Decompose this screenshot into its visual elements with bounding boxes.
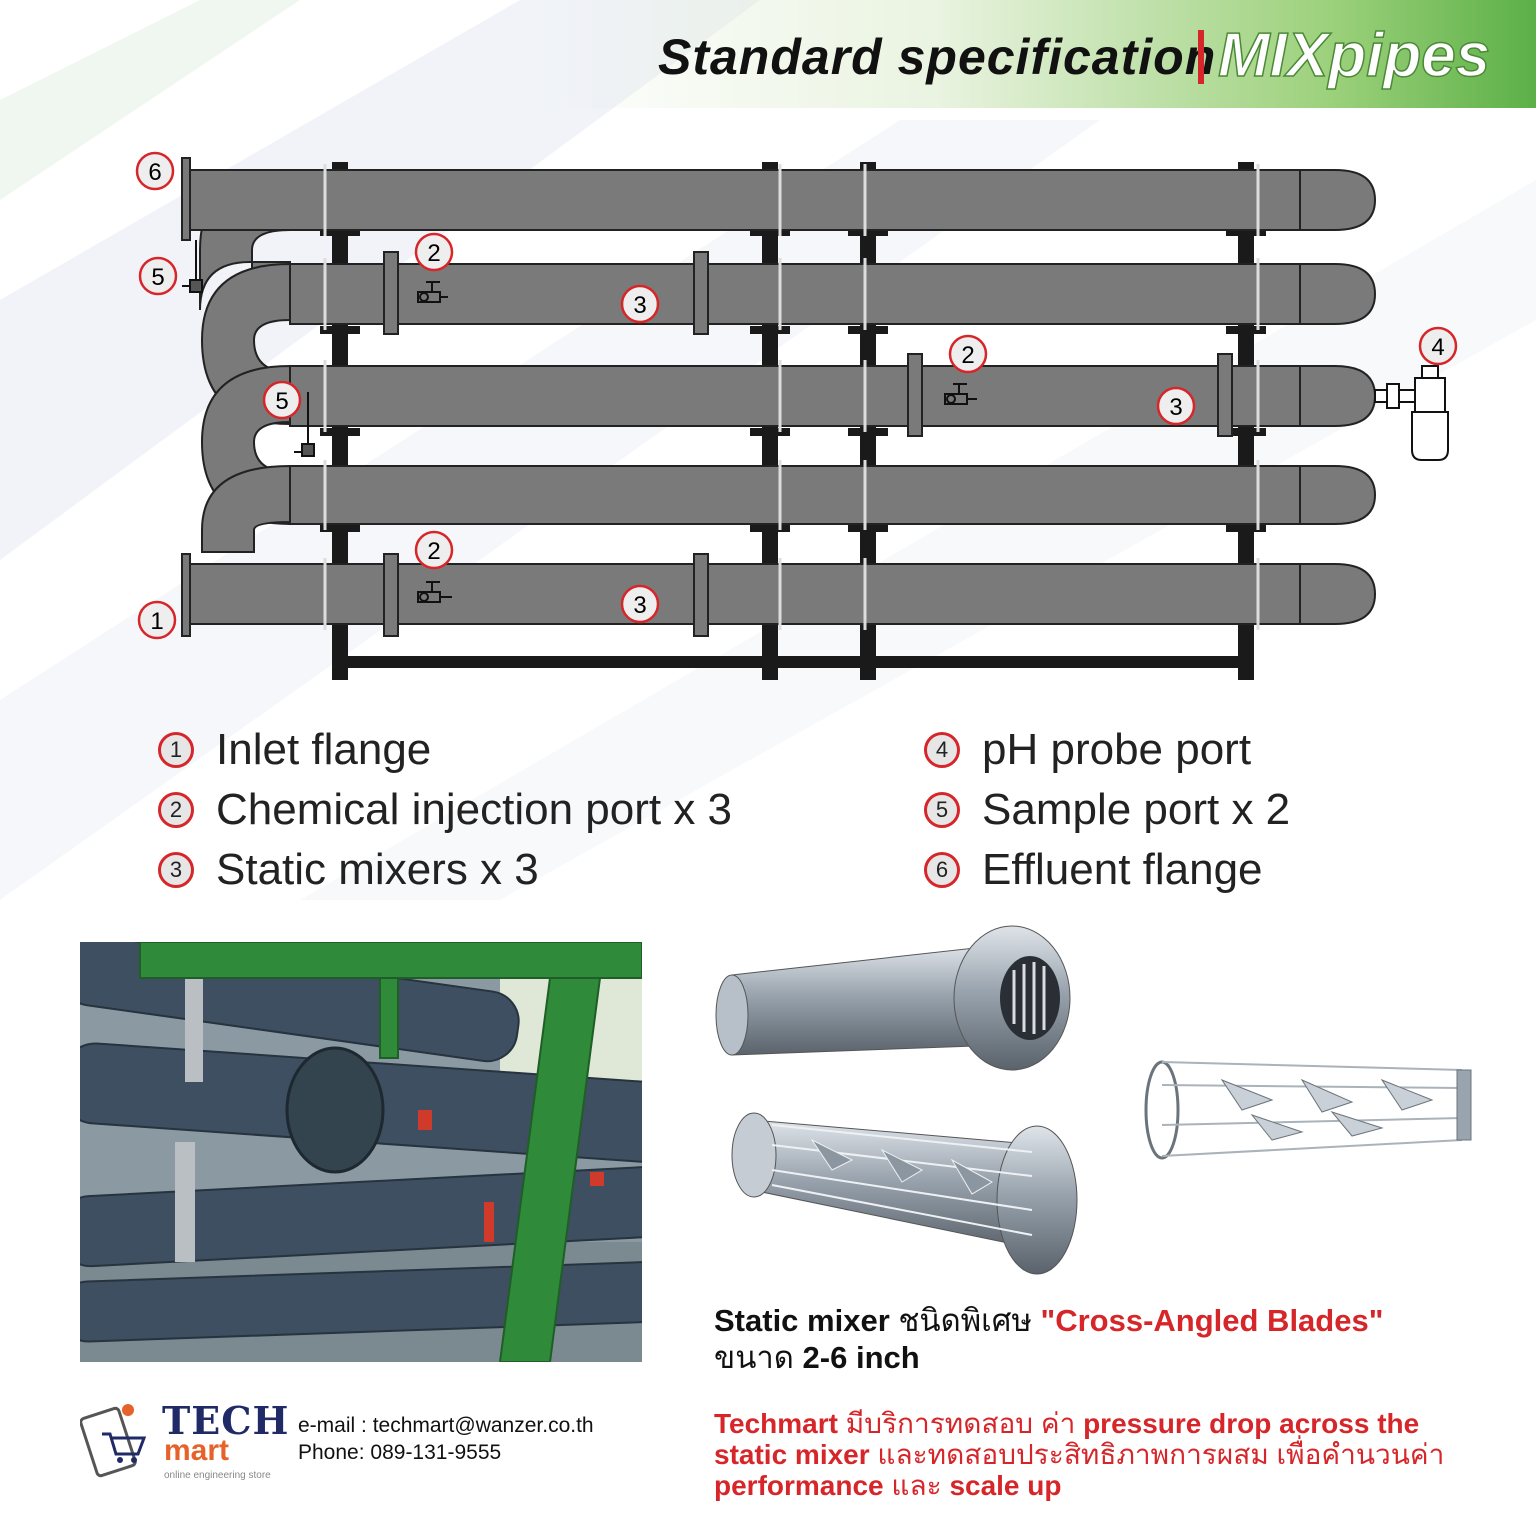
mixer-caption: Static mixer ชนิดพิเศษ "Cross-Angled Bla…: [714, 1302, 1494, 1376]
callout-3b-label: 3: [1169, 394, 1182, 421]
mixer-closed: [715, 925, 1071, 1071]
contact-info: e-mail : techmart@wanzer.co.th Phone: 08…: [298, 1412, 594, 1466]
mixer-cutaway: [731, 1112, 1078, 1275]
page-title: Standard specification: [658, 29, 1217, 85]
callout-5b-label: 5: [275, 388, 288, 415]
legend-number: 3: [158, 852, 194, 888]
legend-text: pH probe port: [982, 725, 1252, 774]
legend-number: 4: [924, 732, 960, 768]
callout-6-label: 6: [148, 159, 161, 186]
flanges: [181, 157, 1233, 637]
legend-number: 2: [158, 792, 194, 828]
injection-valve-icons: [417, 281, 977, 603]
legend-item: 4 pH probe port: [924, 720, 1290, 780]
callout-1: 1: [137, 600, 177, 640]
callout-3c: 3: [620, 584, 660, 624]
header: Standard specification MIXpipes: [0, 0, 1536, 110]
legend-text: Sample port x 2: [982, 785, 1291, 834]
email-label: e-mail :: [298, 1414, 373, 1437]
callout-4: 4: [1418, 326, 1458, 366]
callout-5b: 5: [262, 380, 302, 420]
legend-item: 1 Inlet flange: [158, 720, 732, 780]
service-text-1: มีบริการทดสอบ ค่า: [837, 1408, 1084, 1439]
callout-markers: 6 5 5 2 3 2 3 4 2 3 1: [135, 151, 1458, 640]
legend-text: Static mixers x 3: [216, 845, 539, 894]
ph-probe-icon: [1374, 365, 1449, 461]
size-value: 2-6 inch: [802, 1340, 920, 1375]
legend-text: Inlet flange: [216, 725, 432, 774]
legend-number: 1: [158, 732, 194, 768]
logo-tagline: online engineering store: [164, 1470, 271, 1481]
thai-special-text: ชนิดพิเศษ: [889, 1303, 1041, 1338]
service-company: Techmart: [714, 1408, 838, 1439]
legend-number: 6: [924, 852, 960, 888]
sample-port-icons: [182, 240, 315, 457]
callout-3b: 3: [1156, 386, 1196, 426]
callout-3a: 3: [620, 284, 660, 324]
legend-text: Effluent flange: [982, 845, 1263, 894]
callout-1-label: 1: [150, 608, 163, 635]
service-pressure-drop: pressure drop across the static mixer: [714, 1408, 1420, 1470]
header-band: [536, 0, 1536, 108]
legend-item: 6 Effluent flange: [924, 840, 1290, 900]
callout-2a: 2: [414, 232, 454, 272]
brand-name: MIXpipes: [1217, 20, 1491, 91]
callout-5a: 5: [138, 256, 178, 296]
legend-number: 5: [924, 792, 960, 828]
static-mixer-illustrations: [715, 925, 1472, 1275]
service-description: Techmart มีบริการทดสอบ ค่า pressure drop…: [714, 1408, 1494, 1501]
clamp-rings: [323, 164, 1260, 630]
email-link[interactable]: techmart@wanzer.co.th: [372, 1414, 594, 1437]
callout-6: 6: [135, 151, 175, 191]
service-scale-up: scale up: [949, 1470, 1062, 1501]
callout-2a-label: 2: [427, 240, 440, 267]
callout-2b: 2: [948, 334, 988, 374]
legend-item: 3 Static mixers x 3: [158, 840, 732, 900]
legend-right: 4 pH probe port 5 Sample port x 2 6 Effl…: [924, 720, 1290, 900]
logo-tech: TECH: [162, 1398, 290, 1443]
legend-text: Chemical injection port x 3: [216, 785, 733, 834]
phone-number[interactable]: 089-131-9555: [370, 1441, 502, 1464]
pipe-runs: [189, 169, 1377, 625]
callout-2b-label: 2: [961, 342, 974, 369]
blade-type: "Cross-Angled Blades": [1040, 1303, 1384, 1338]
legend-item: 2 Chemical injection port x 3: [158, 780, 732, 840]
logo-mart: mart: [164, 1434, 230, 1467]
legend-left: 1 Inlet flange 2 Chemical injection port…: [158, 720, 732, 900]
callout-4-label: 4: [1431, 334, 1444, 361]
cart-phone-icon: [80, 1404, 147, 1478]
pipe-diagram: 6 5 5 2 3 2 3 4 2 3 1: [135, 151, 1458, 680]
callout-2c-label: 2: [427, 538, 440, 565]
legend-item: 5 Sample port x 2: [924, 780, 1290, 840]
callout-2c: 2: [414, 530, 454, 570]
phone-label: Phone:: [298, 1441, 371, 1464]
service-text-3: และ: [883, 1470, 950, 1501]
mixer-label: Static mixer: [714, 1303, 890, 1338]
service-text-2: และทดสอบประสิทธิภาพการผสม เพื่อคำนวนค่า: [869, 1439, 1445, 1470]
installation-photo: [80, 942, 642, 1362]
callout-3c-label: 3: [633, 592, 646, 619]
size-label: ขนาด: [714, 1340, 803, 1375]
callout-5a-label: 5: [151, 264, 164, 291]
service-performance: performance: [714, 1470, 884, 1501]
mixer-element: [1144, 1060, 1472, 1160]
callout-3a-label: 3: [633, 292, 646, 319]
techmart-logo: TECH mart online engineering store: [80, 1398, 288, 1484]
title-separator: [1198, 30, 1204, 84]
